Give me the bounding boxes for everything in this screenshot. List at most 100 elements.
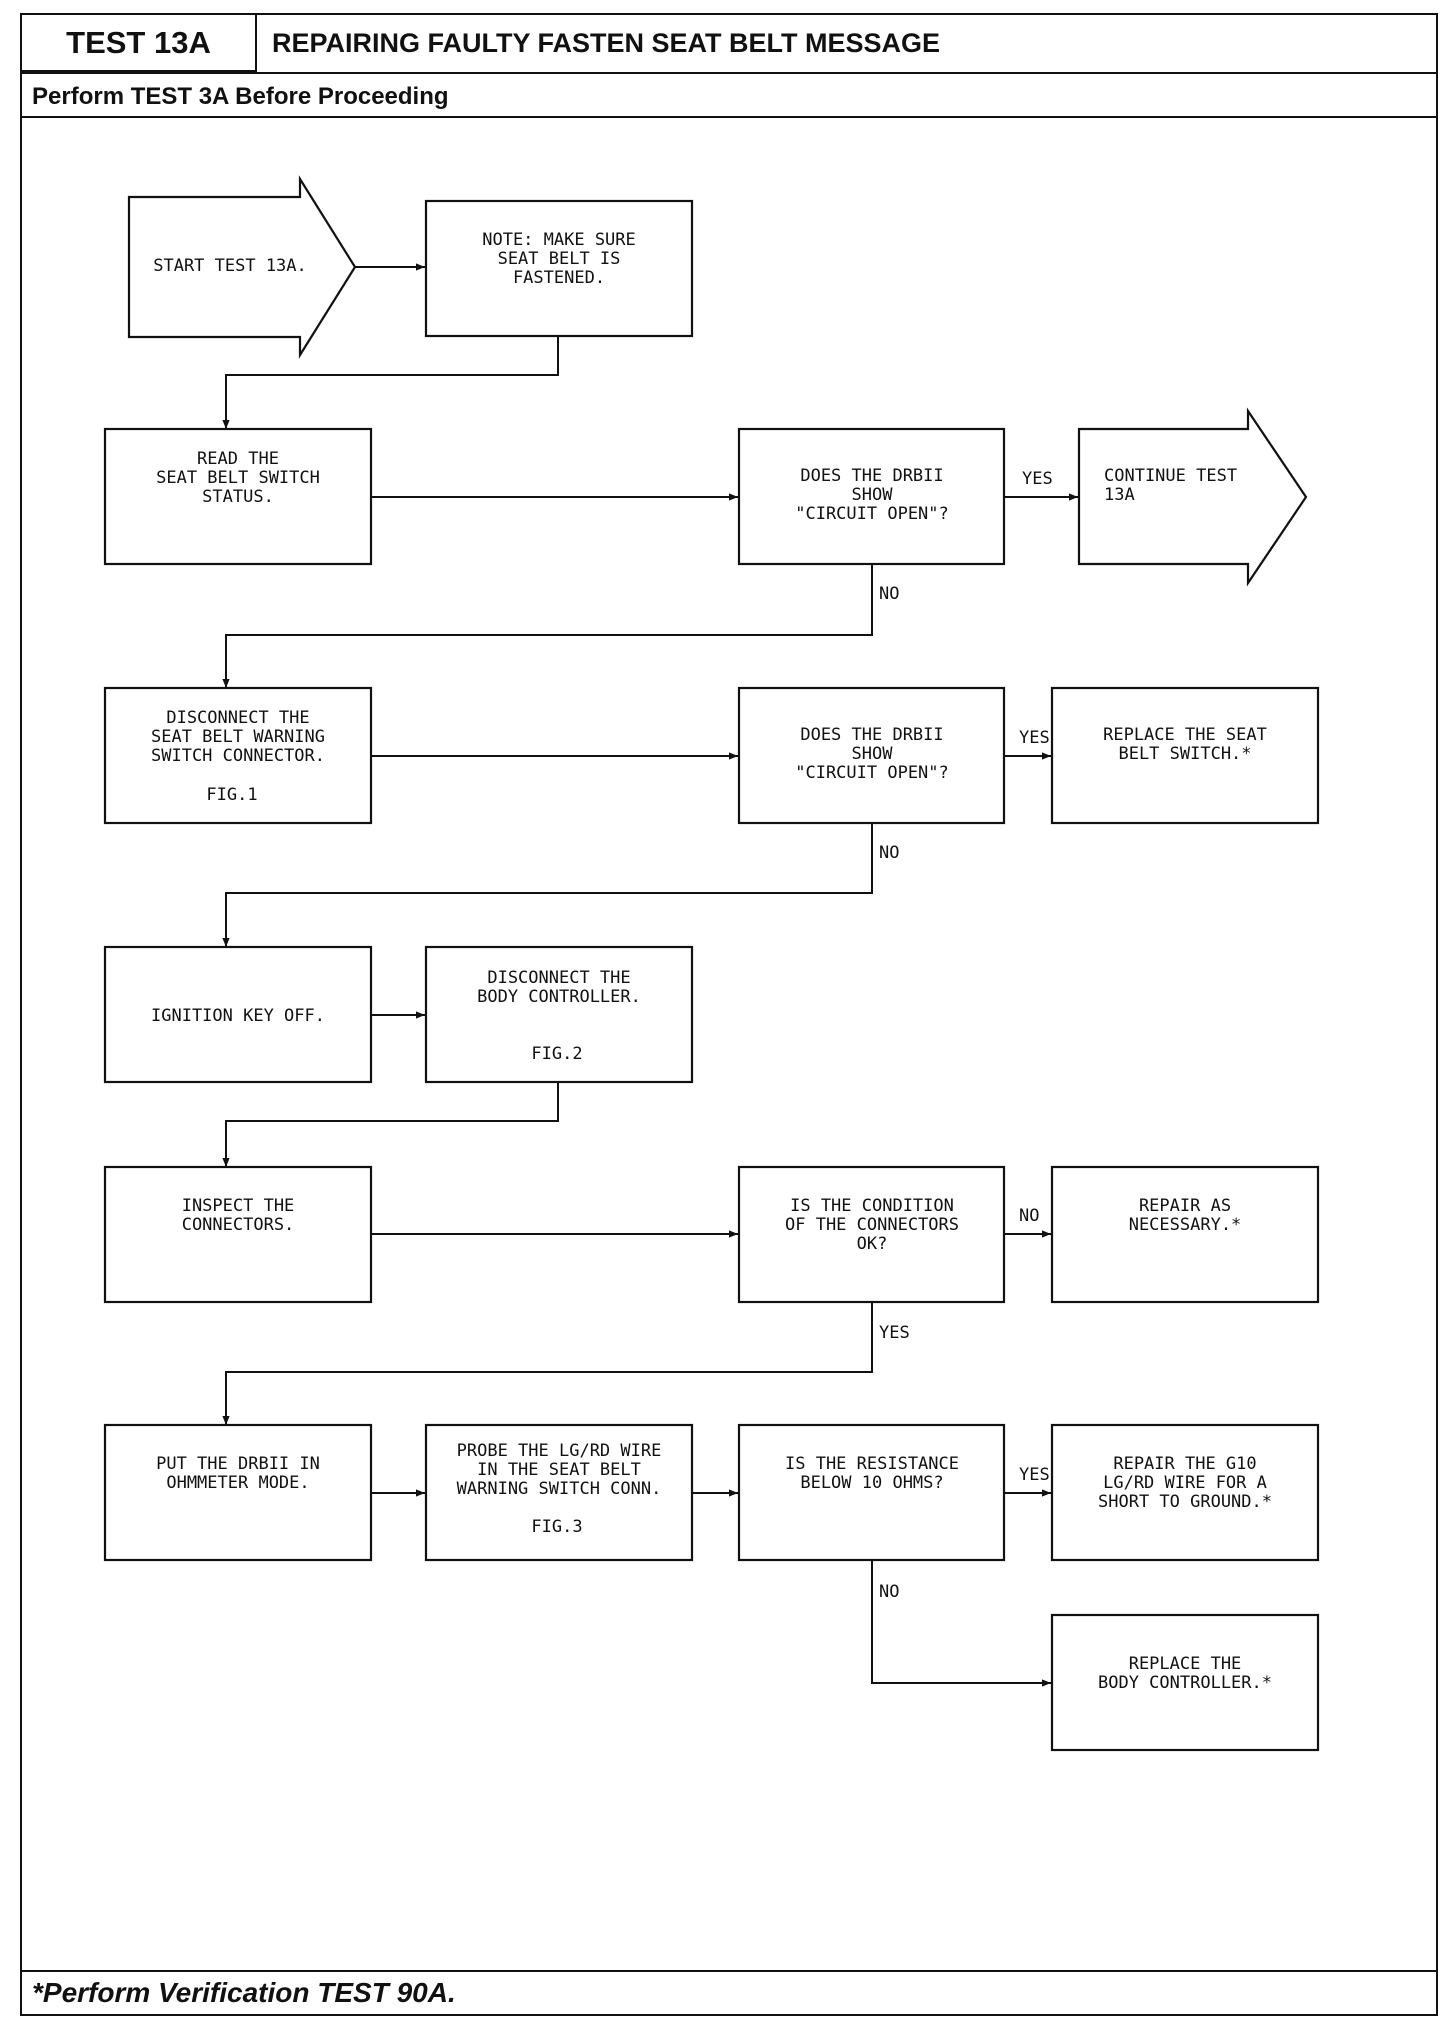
read-status-box bbox=[103, 427, 373, 566]
start-line: START TEST 13A. bbox=[153, 256, 307, 276]
inspect-line: CONNECTORS. bbox=[182, 1215, 295, 1235]
connector-q1-no bbox=[222, 564, 873, 688]
note-line: SEAT BELT IS bbox=[498, 249, 621, 269]
probe-line: WARNING SWITCH CONN. bbox=[457, 1479, 662, 1499]
decision-resistance bbox=[737, 1423, 1006, 1562]
decision-connector-condition bbox=[737, 1165, 1006, 1304]
disconnect-body-line: BODY CONTROLLER. bbox=[477, 987, 641, 1007]
disconnect-switch-line: SWITCH CONNECTOR. bbox=[151, 746, 325, 766]
probe-line: PROBE THE LG/RD WIRE bbox=[457, 1441, 662, 1461]
note-line: FASTENED. bbox=[513, 268, 605, 288]
fig1-label: FIG.1 bbox=[206, 785, 257, 805]
fig2-label: FIG.2 bbox=[531, 1044, 582, 1064]
connector-body-inspect bbox=[222, 1082, 559, 1167]
probe-wire-box bbox=[424, 1423, 694, 1562]
disconnect-switch-box bbox=[103, 686, 373, 825]
note-box bbox=[424, 199, 694, 338]
test-id: TEST 13A bbox=[22, 15, 257, 72]
repair-necessary-line: REPAIR AS bbox=[1139, 1196, 1231, 1216]
q-open-2-line: SHOW bbox=[852, 744, 894, 764]
q-open-1-line: "CIRCUIT OPEN"? bbox=[795, 504, 949, 524]
disconnect-body-box bbox=[424, 945, 694, 1084]
start-text: START TEST 13A. bbox=[153, 256, 307, 276]
disconnect-body-line: DISCONNECT THE bbox=[487, 968, 630, 988]
yes-label: YES bbox=[879, 1323, 910, 1343]
replace-switch-line: BELT SWITCH.* bbox=[1118, 744, 1251, 764]
repair-g10-line: LG/RD WIRE FOR A bbox=[1103, 1473, 1267, 1493]
header-divider-lower bbox=[22, 116, 1438, 118]
connector-q4-no bbox=[871, 1560, 1051, 1687]
test-page: TEST 13A REPAIRING FAULTY FASTEN SEAT BE… bbox=[20, 13, 1438, 2016]
continue-line: CONTINUE TEST bbox=[1104, 466, 1237, 486]
replace-switch-box bbox=[1050, 686, 1320, 825]
probe-line: IN THE SEAT BELT bbox=[477, 1460, 641, 1480]
yes-label: YES bbox=[1019, 728, 1050, 748]
q-resistance-line: IS THE RESISTANCE bbox=[785, 1454, 959, 1474]
replace-body-box bbox=[1050, 1613, 1320, 1752]
ignition-off-line: IGNITION KEY OFF. bbox=[151, 1006, 325, 1026]
prerequisite-note: Perform TEST 3A Before Proceeding bbox=[32, 83, 449, 110]
ignition-off-box bbox=[103, 945, 373, 1084]
no-label: NO bbox=[1019, 1206, 1039, 1226]
q-open-2-line: DOES THE DRBII bbox=[800, 725, 943, 745]
connector-q3-yes bbox=[222, 1302, 873, 1425]
continue-arrow-shape bbox=[1077, 407, 1308, 587]
read-status-line: STATUS. bbox=[202, 487, 274, 507]
replace-switch-line: REPLACE THE SEAT bbox=[1103, 725, 1267, 745]
connector-note-read bbox=[222, 336, 559, 429]
continue-line: 13A bbox=[1104, 485, 1135, 505]
repair-g10-box bbox=[1050, 1423, 1320, 1562]
fig3-label: FIG.3 bbox=[531, 1517, 582, 1537]
q-condition-line: IS THE CONDITION bbox=[790, 1196, 954, 1216]
decision-circuit-open-2 bbox=[737, 686, 1006, 825]
ohmmeter-line: PUT THE DRBII IN bbox=[156, 1454, 320, 1474]
read-status-line: READ THE bbox=[197, 449, 279, 469]
replace-body-line: BODY CONTROLLER.* bbox=[1098, 1673, 1272, 1693]
disconnect-switch-line: SEAT BELT WARNING bbox=[151, 727, 325, 747]
q-open-1-line: DOES THE DRBII bbox=[800, 466, 943, 486]
repair-g10-line: SHORT TO GROUND.* bbox=[1098, 1492, 1272, 1512]
ohmmeter-line: OHMMETER MODE. bbox=[166, 1473, 309, 1493]
repair-necessary-line: NECESSARY.* bbox=[1129, 1215, 1242, 1235]
ignition-off-text: IGNITION KEY OFF. bbox=[151, 1006, 325, 1026]
q-open-1-line: SHOW bbox=[852, 485, 894, 505]
repair-necessary-box bbox=[1050, 1165, 1320, 1304]
header-divider bbox=[22, 72, 1438, 74]
replace-body-line: REPLACE THE bbox=[1129, 1654, 1242, 1674]
footer-note: *Perform Verification TEST 90A. bbox=[32, 1977, 456, 2008]
q-resistance-line: BELOW 10 OHMS? bbox=[800, 1473, 943, 1493]
q-condition-line: OF THE CONNECTORS bbox=[785, 1215, 959, 1235]
footer-divider bbox=[22, 1970, 1438, 1972]
start-arrow-shape bbox=[127, 175, 357, 359]
page-title: REPAIRING FAULTY FASTEN SEAT BELT MESSAG… bbox=[272, 28, 941, 58]
note-line: NOTE: MAKE SURE bbox=[482, 230, 636, 250]
no-label: NO bbox=[879, 584, 899, 604]
yes-label: YES bbox=[1022, 469, 1053, 489]
yes-label: YES bbox=[1019, 1465, 1050, 1485]
no-label: NO bbox=[879, 843, 899, 863]
disconnect-switch-line: DISCONNECT THE bbox=[166, 708, 309, 728]
q-condition-line: OK? bbox=[857, 1234, 888, 1254]
inspect-line: INSPECT THE bbox=[182, 1196, 295, 1216]
connector-q2-no bbox=[222, 823, 873, 947]
read-status-line: SEAT BELT SWITCH bbox=[156, 468, 320, 488]
no-label: NO bbox=[879, 1582, 899, 1602]
q-open-2-line: "CIRCUIT OPEN"? bbox=[795, 763, 949, 783]
inspect-box bbox=[103, 1165, 373, 1304]
